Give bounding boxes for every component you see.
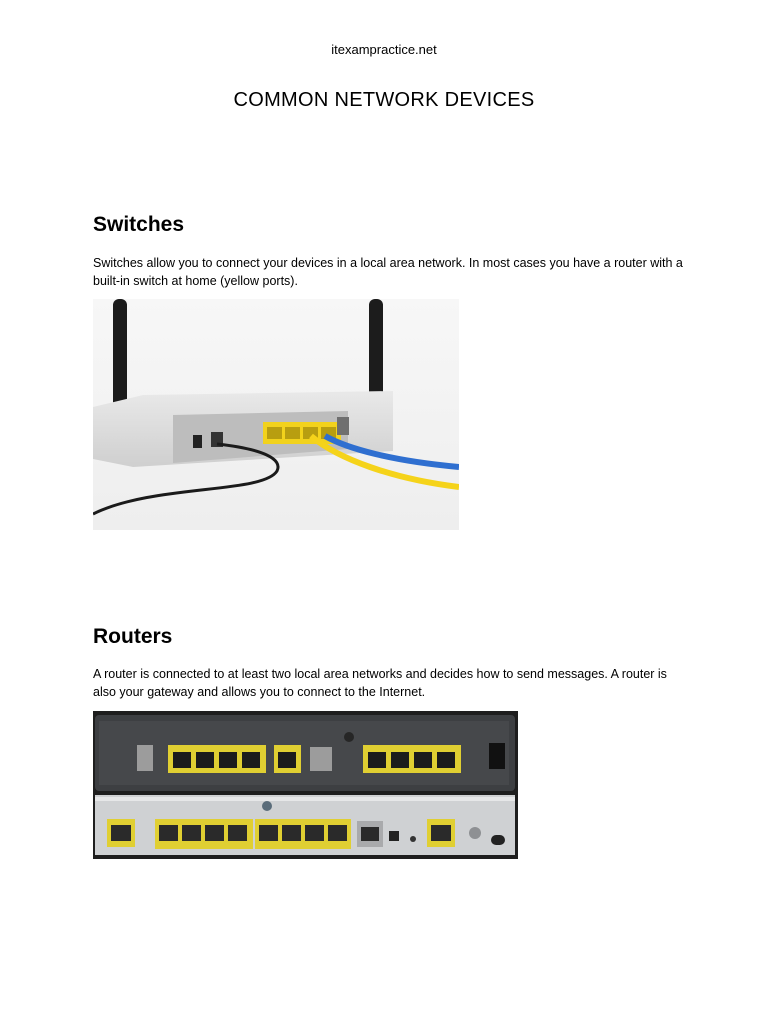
- section-heading-routers: Routers: [93, 625, 173, 648]
- router-photo: [93, 711, 518, 859]
- section-heading-switches: Switches: [93, 213, 185, 236]
- section-text-routers: A router is connected to at least two lo…: [93, 667, 667, 699]
- router-with-switch-photo: [93, 299, 459, 530]
- site-name: itexampractice.net: [331, 42, 437, 57]
- page-title: COMMON NETWORK DEVICES: [233, 89, 535, 111]
- section-text-switches: Switches allow you to connect your devic…: [93, 256, 683, 288]
